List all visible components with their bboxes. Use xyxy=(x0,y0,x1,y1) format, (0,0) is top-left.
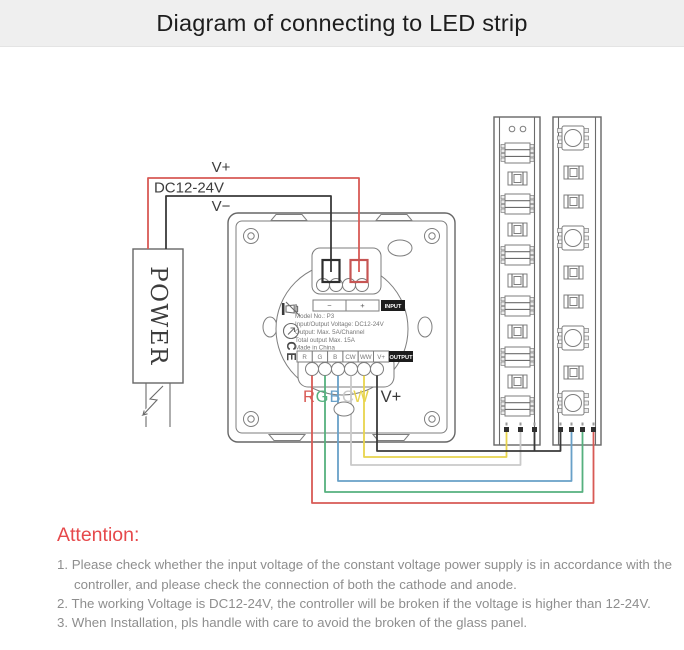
smd-resistor xyxy=(507,374,528,389)
mount-clip xyxy=(374,214,414,221)
smd-resistor xyxy=(563,365,584,380)
spec-line: Output: Max. 5A/Channel xyxy=(295,329,364,336)
wire-c xyxy=(350,375,522,466)
strip-hole xyxy=(519,125,527,133)
led-chip xyxy=(500,244,535,266)
power-supply-box xyxy=(132,248,184,384)
smd-resistor xyxy=(563,294,584,309)
strip-hole xyxy=(508,125,516,133)
output-cell-label: B xyxy=(333,354,337,361)
wire-label-r: R xyxy=(303,388,315,406)
output-cell-label: V+ xyxy=(377,354,385,361)
wire-v-plus-input xyxy=(147,177,360,272)
output-chip xyxy=(389,351,413,362)
panel-screw xyxy=(243,411,259,427)
led-package xyxy=(557,125,589,151)
led-package xyxy=(557,390,589,416)
ce-mark-label: CE xyxy=(284,341,298,362)
attention-section: Attention: 1. Please check whether the i… xyxy=(57,521,684,632)
wire-w xyxy=(363,375,508,458)
cable-grommet xyxy=(333,401,355,417)
smd-resistor xyxy=(507,324,528,339)
led-strip-left xyxy=(493,116,541,446)
wire-clamp-positive xyxy=(349,258,369,284)
spec-line: Model No.: P3 xyxy=(295,313,335,320)
wire-label-g: G xyxy=(316,388,329,406)
spec-line: Input/Output Voltage: DC12-24V xyxy=(295,321,385,328)
led-package xyxy=(557,325,589,351)
power-supply: POWER xyxy=(132,248,184,427)
power-supply-label: POWER xyxy=(145,266,171,366)
input-plus-cell xyxy=(345,299,380,312)
output-terminal xyxy=(344,362,358,376)
wire-v-minus-input xyxy=(165,195,332,272)
led-chip xyxy=(500,193,535,215)
output-terminal xyxy=(331,362,345,376)
recycle-icon xyxy=(282,322,300,340)
attention-heading: Attention: xyxy=(57,524,140,546)
output-cell-label: WW xyxy=(360,354,372,361)
wire-v-plus-output xyxy=(376,375,562,452)
attention-note: 1. Please check whether the input voltag… xyxy=(57,557,672,592)
smd-resistor xyxy=(507,222,528,237)
panel-screw xyxy=(424,228,440,244)
mount-clip xyxy=(267,434,307,441)
wire-label-b: B xyxy=(329,388,340,406)
led-chip xyxy=(500,395,535,417)
output-terminal xyxy=(370,362,384,376)
output-cell-label: R xyxy=(302,354,307,361)
weee-bin-icon xyxy=(281,301,301,317)
output-cell-label: G xyxy=(317,354,322,361)
label-v-minus: V− xyxy=(212,198,231,215)
side-slot xyxy=(417,316,433,338)
output-chip-label: OUTPUT xyxy=(390,355,414,361)
output-terminal xyxy=(305,362,319,376)
led-chip xyxy=(500,346,535,368)
input-chip xyxy=(381,300,405,311)
wire-clamp-negative xyxy=(321,258,341,284)
input-minus-label: − xyxy=(327,301,332,310)
led-package xyxy=(557,225,589,251)
wire-g xyxy=(324,375,584,493)
controller-panel: CE − + INPUT Model No.: P3 Input/Output … xyxy=(227,212,456,443)
wire-label-w: W xyxy=(353,388,369,406)
panel-screw xyxy=(424,411,440,427)
output-cell xyxy=(373,350,390,363)
wire-r xyxy=(311,375,595,504)
input-plus-label: + xyxy=(360,301,365,310)
attention-note: 2. The working Voltage is DC12-24V, the … xyxy=(57,595,651,611)
output-terminal xyxy=(357,362,371,376)
input-chip-label: INPUT xyxy=(385,304,402,310)
top-slot xyxy=(387,239,413,257)
spec-line: Total output Max. 15A xyxy=(295,337,356,344)
spec-line: Made in China xyxy=(295,345,335,352)
led-strip-right xyxy=(552,116,602,446)
wire-b xyxy=(337,375,573,482)
label-voltage: DC12-24V xyxy=(154,180,224,197)
ac-input-wires xyxy=(145,383,171,427)
title-bar: Diagram of connecting to LED strip xyxy=(0,0,684,47)
side-slot xyxy=(262,316,278,338)
smd-resistor xyxy=(563,165,584,180)
output-terminal xyxy=(318,362,332,376)
output-cell-label: CW xyxy=(345,354,355,361)
input-terminal xyxy=(342,278,356,292)
page-title: Diagram of connecting to LED strip xyxy=(156,9,528,36)
mount-clip xyxy=(269,214,309,221)
smd-resistor xyxy=(563,194,584,209)
label-v-plus: V+ xyxy=(212,159,231,176)
led-chip xyxy=(500,295,535,317)
smd-resistor xyxy=(507,171,528,186)
wire-label-c: C xyxy=(342,388,354,406)
led-chip xyxy=(500,142,535,164)
smd-resistor xyxy=(507,273,528,288)
panel-screw xyxy=(243,228,259,244)
mount-clip xyxy=(371,434,411,441)
ac-bolt-icon xyxy=(141,385,164,417)
wire-label-v-plus: V+ xyxy=(381,388,402,406)
attention-note: 3. When Installation, pls handle with ca… xyxy=(57,615,528,631)
smd-resistor xyxy=(563,265,584,280)
